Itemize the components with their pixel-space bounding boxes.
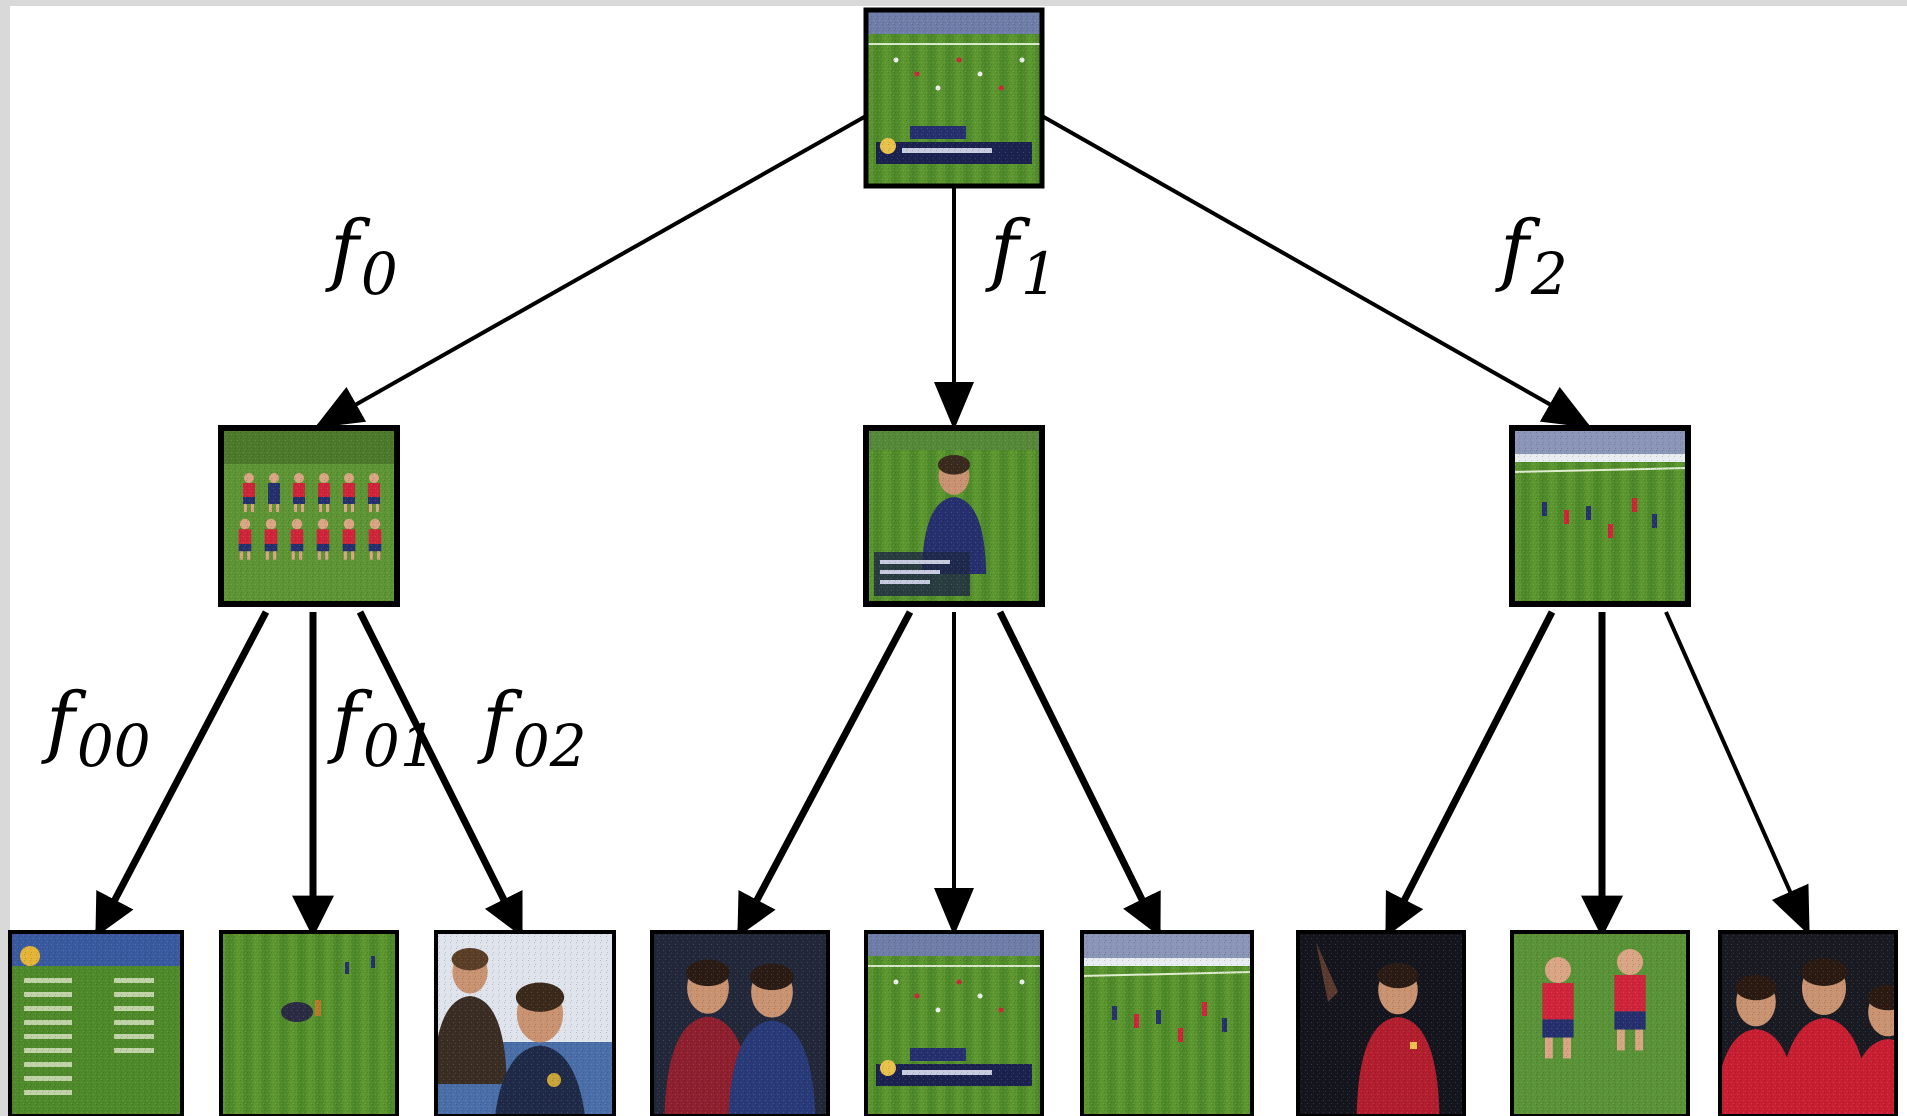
frame-f2 bbox=[1509, 425, 1691, 607]
edge-label-sub: 0 bbox=[361, 240, 398, 308]
frame-f12 bbox=[1080, 930, 1254, 1116]
frame-f11 bbox=[864, 930, 1044, 1116]
nodes-group bbox=[8, 7, 1898, 1116]
edge-1-2 bbox=[996, 610, 1162, 938]
edge-label-f01: f01 bbox=[327, 677, 437, 780]
left-border bbox=[0, 0, 10, 1116]
edges-group bbox=[94, 114, 1810, 938]
frame-f00 bbox=[8, 930, 184, 1116]
edge-label-sub: 01 bbox=[363, 712, 437, 780]
edge-label-f0: f0 bbox=[325, 205, 398, 308]
frame-f02-border bbox=[434, 930, 616, 1116]
frame-f1 bbox=[863, 425, 1045, 607]
edge-label-f00: f00 bbox=[41, 677, 151, 780]
edge-label-f02: f02 bbox=[477, 677, 587, 780]
frame-f02 bbox=[434, 930, 616, 1116]
frame-f10 bbox=[650, 930, 830, 1116]
frame-f21-border bbox=[1510, 930, 1690, 1116]
frame-f01 bbox=[219, 930, 399, 1116]
frame-f0-border bbox=[218, 425, 400, 607]
frame-f1-border bbox=[863, 425, 1045, 607]
frame-f00-border bbox=[8, 930, 184, 1116]
frame-f22 bbox=[1718, 930, 1898, 1116]
edge-label-sub: 1 bbox=[1021, 240, 1058, 308]
edge-0-0 bbox=[94, 610, 270, 937]
edge-label-sub: 2 bbox=[1530, 240, 1568, 308]
frame-f01-border bbox=[219, 930, 399, 1116]
edge-0-2 bbox=[356, 610, 524, 938]
edge-label-f1: f1 bbox=[985, 205, 1058, 308]
root-frame bbox=[863, 7, 1045, 189]
frame-f2-border bbox=[1509, 425, 1691, 607]
root-frame-border bbox=[863, 7, 1045, 189]
frame-f12-border bbox=[1080, 930, 1254, 1116]
edge-root-0 bbox=[314, 114, 867, 428]
edge-label-f2: f2 bbox=[1495, 205, 1568, 308]
frame-f22-border bbox=[1718, 930, 1898, 1116]
top-border bbox=[0, 0, 1907, 6]
frame-f21 bbox=[1510, 930, 1690, 1116]
frame-f10-border bbox=[650, 930, 830, 1116]
edge-2-2 bbox=[1664, 611, 1810, 936]
edge-label-sub: 02 bbox=[513, 712, 587, 780]
frame-f11-border bbox=[864, 930, 1044, 1116]
frame-f20 bbox=[1296, 930, 1466, 1116]
edge-1-0 bbox=[736, 610, 914, 937]
edge-root-2 bbox=[1041, 114, 1592, 428]
edge-2-0 bbox=[1384, 610, 1556, 937]
edge-label-sub: 00 bbox=[77, 712, 151, 780]
frame-f20-border bbox=[1296, 930, 1466, 1116]
frame-f0 bbox=[218, 425, 400, 607]
